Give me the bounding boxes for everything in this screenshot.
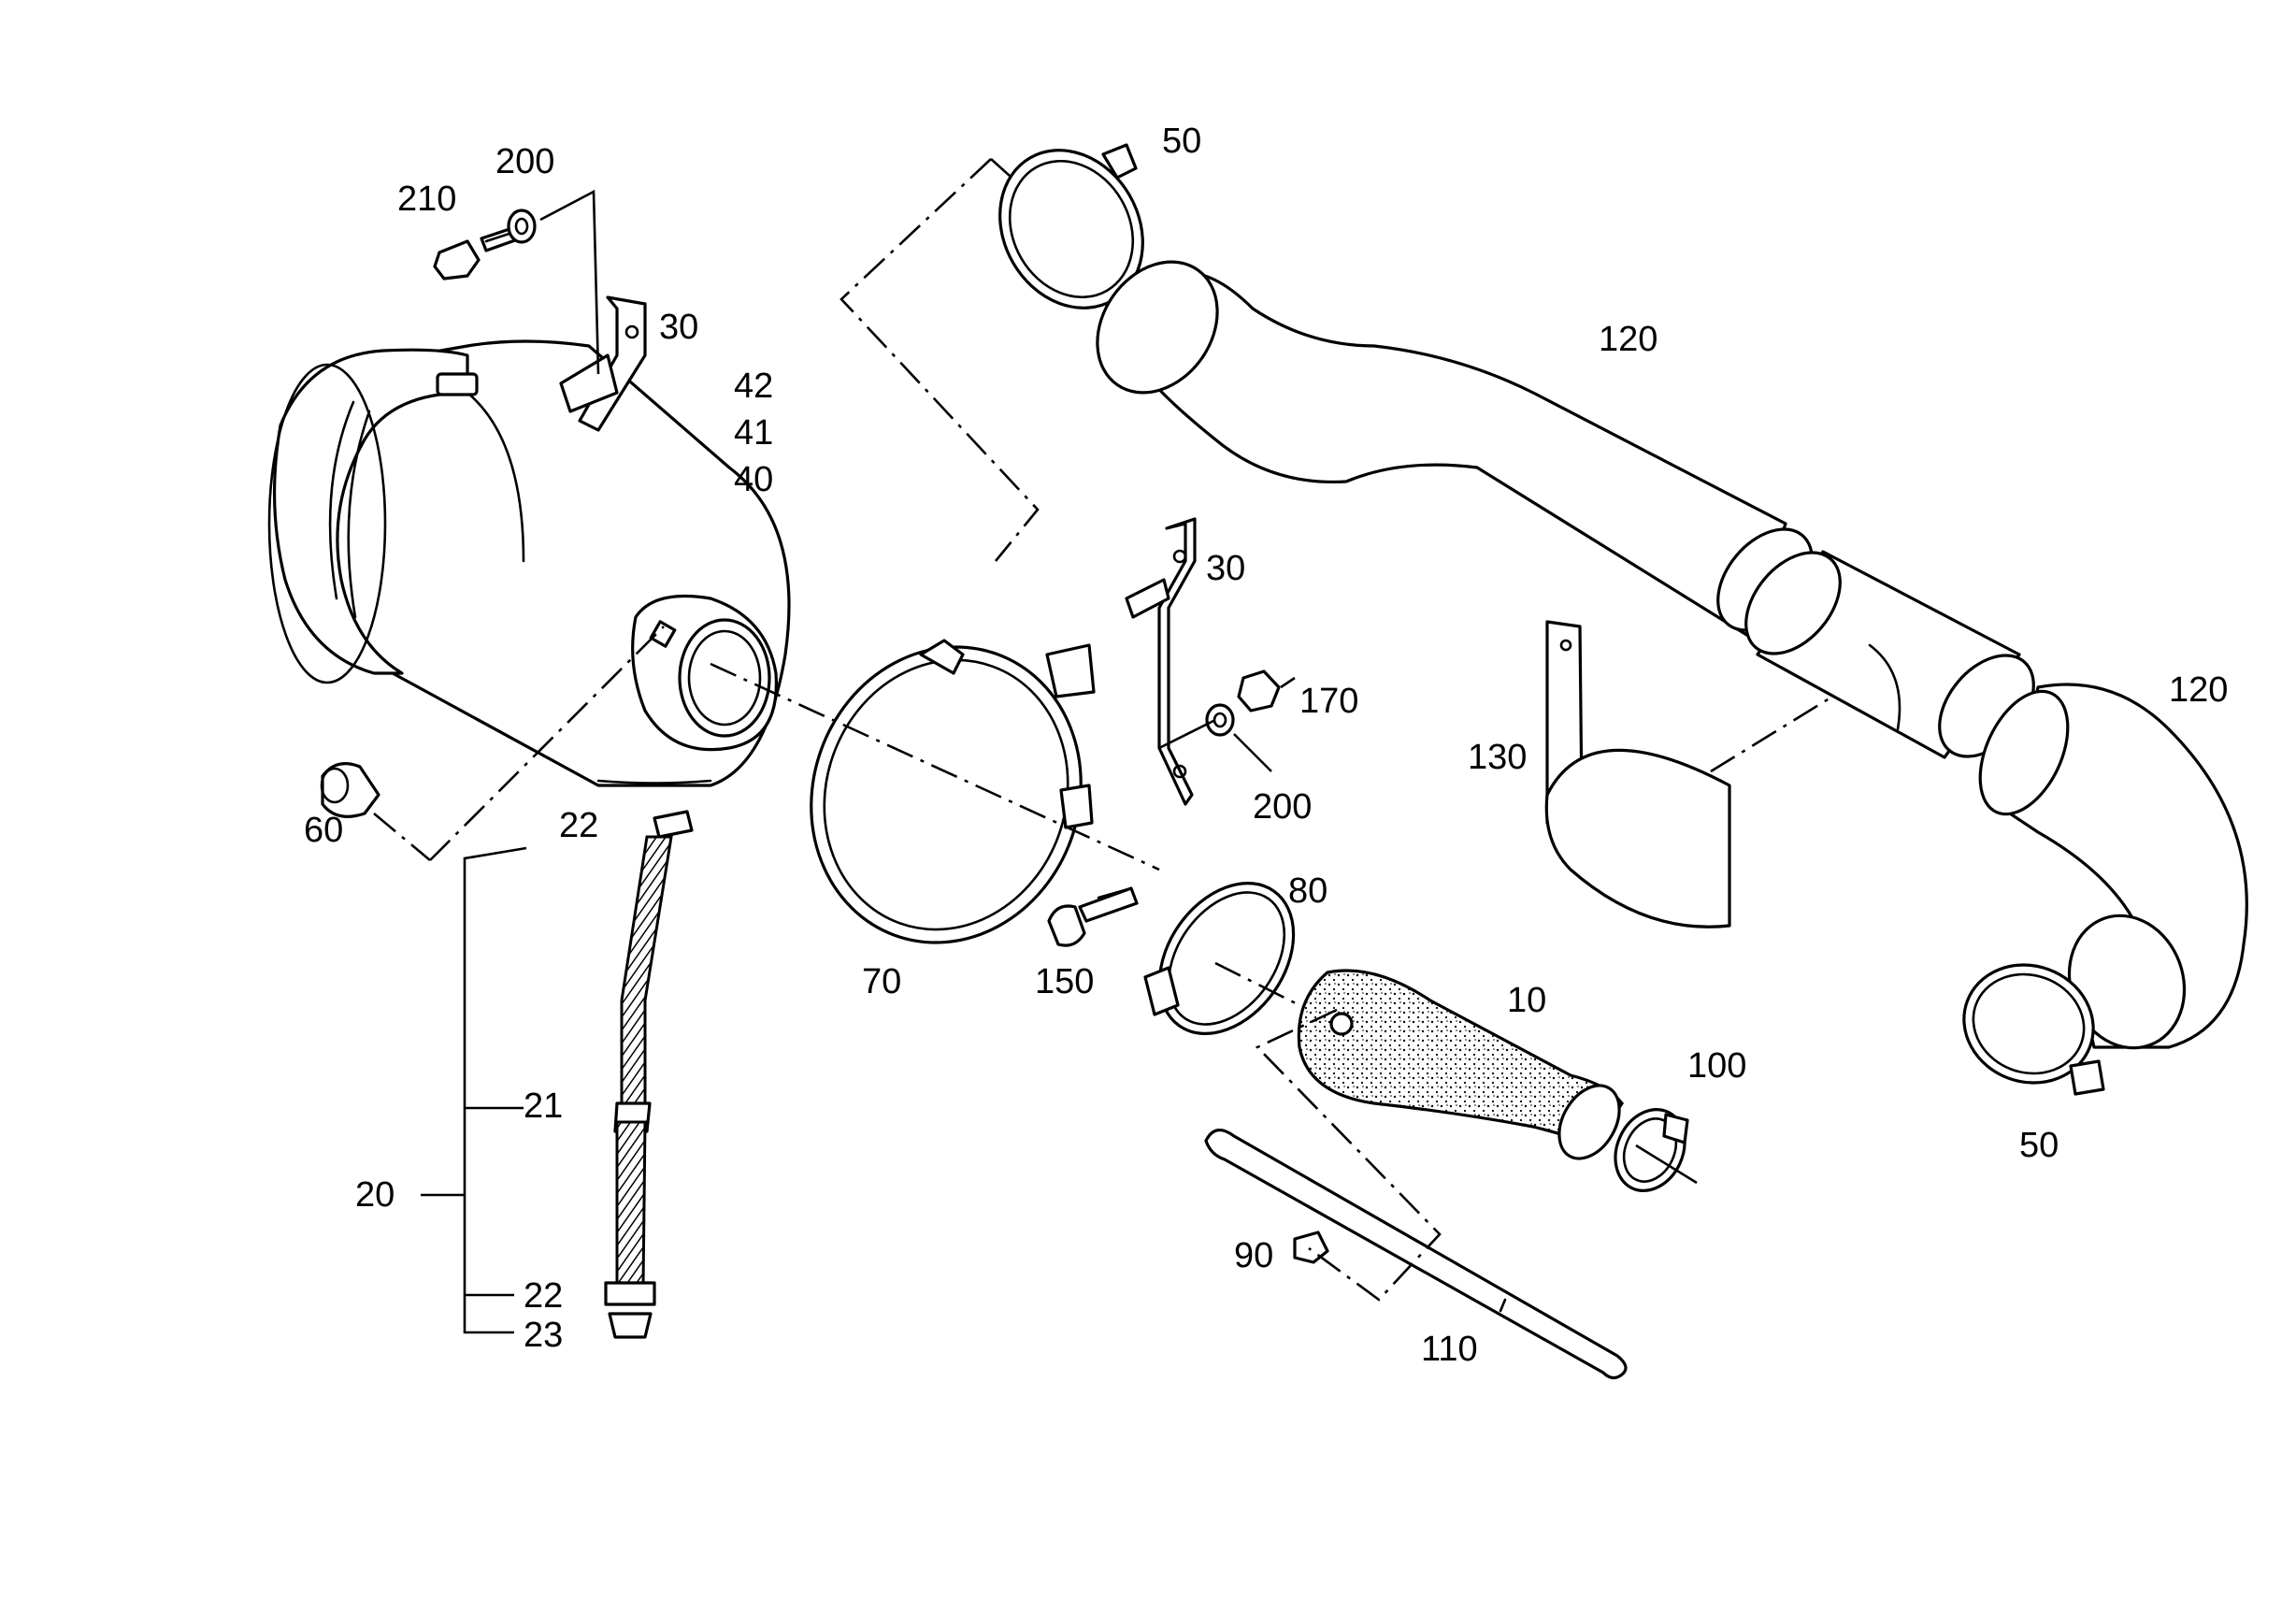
label-30-upper: 30 bbox=[659, 308, 698, 347]
clamp-50-lower bbox=[1962, 963, 2105, 1096]
clamp-70 bbox=[810, 639, 1096, 944]
clamp-80 bbox=[1143, 882, 1296, 1035]
washer-200-upper bbox=[507, 209, 537, 244]
pipe-120-upper bbox=[1096, 260, 1814, 638]
plug-60 bbox=[320, 762, 380, 818]
air-filter-housing bbox=[267, 339, 791, 787]
label-210: 210 bbox=[397, 180, 456, 219]
label-22-upper: 22 bbox=[559, 806, 598, 845]
label-130: 130 bbox=[1468, 738, 1527, 777]
label-21: 21 bbox=[524, 1087, 563, 1126]
label-40: 40 bbox=[734, 460, 773, 499]
nut-170 bbox=[1237, 669, 1281, 712]
label-22-lower: 22 bbox=[524, 1276, 563, 1316]
label-150: 150 bbox=[1035, 962, 1094, 1001]
label-23: 23 bbox=[524, 1316, 563, 1355]
label-30-lower: 30 bbox=[1206, 549, 1245, 588]
hose-assembly-20 bbox=[604, 810, 694, 1339]
label-60: 60 bbox=[304, 811, 343, 850]
label-170: 170 bbox=[1299, 682, 1358, 721]
label-50-lower: 50 bbox=[2019, 1126, 2059, 1165]
part-labels: 200 210 30 42 41 40 60 22 21 20 22 23 50… bbox=[304, 122, 2228, 1369]
label-42: 42 bbox=[734, 367, 773, 406]
label-10: 10 bbox=[1507, 981, 1546, 1020]
rod-110 bbox=[1204, 1129, 1628, 1380]
label-90: 90 bbox=[1234, 1236, 1273, 1275]
label-70: 70 bbox=[862, 962, 901, 1001]
bracket-30-lower bbox=[1125, 517, 1197, 806]
intake-duct-10 bbox=[1297, 969, 1624, 1160]
shield-130 bbox=[1544, 620, 1731, 928]
label-41: 41 bbox=[734, 413, 773, 453]
label-80: 80 bbox=[1288, 871, 1327, 911]
label-20: 20 bbox=[355, 1175, 395, 1215]
pipe-120-elbow bbox=[1978, 683, 2248, 1050]
bolt-150 bbox=[1047, 886, 1139, 947]
bracket-30-upper bbox=[559, 295, 647, 432]
label-50-upper: 50 bbox=[1162, 122, 1201, 161]
label-120-upper: 120 bbox=[1599, 320, 1657, 359]
clamp-100 bbox=[1614, 1108, 1689, 1192]
label-100: 100 bbox=[1687, 1046, 1746, 1086]
label-110: 110 bbox=[1421, 1330, 1478, 1369]
label-120-lower: 120 bbox=[2169, 670, 2228, 710]
label-200-top: 200 bbox=[495, 142, 554, 181]
label-200-lower: 200 bbox=[1253, 787, 1312, 827]
washer-200-lower bbox=[1205, 703, 1235, 737]
